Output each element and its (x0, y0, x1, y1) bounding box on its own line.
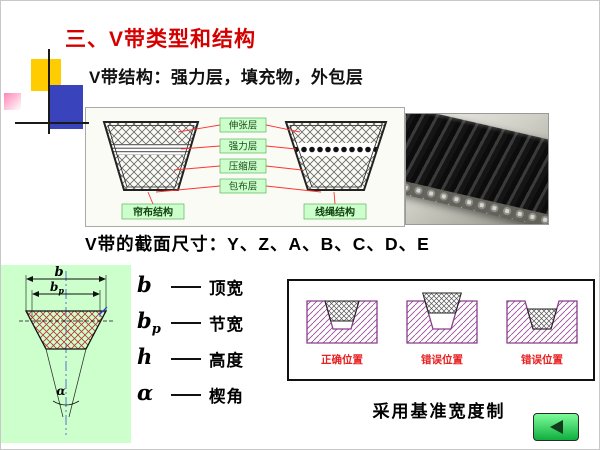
rope-structure-label: 线绳结构 (315, 206, 355, 219)
layer-label-strength: 强力层 (229, 141, 258, 153)
decor-horizontal-line (15, 122, 89, 124)
dimension-label: 楔角 (209, 388, 244, 406)
rope-core-belt-section (284, 121, 388, 191)
dimension-symbol: α (137, 380, 154, 406)
layer-label-tension: 伸张层 (229, 120, 258, 132)
pitch-width-dimension: bp (31, 280, 101, 317)
back-button[interactable] (533, 413, 579, 441)
decor-pink-square (4, 93, 21, 110)
cord-structure-label: 帘布结构 (133, 206, 173, 219)
cross-section-svg: b bp α (19, 265, 113, 435)
belt-structure-svg: 伸张层 强力层 压缩层 包布层 帘布结构 线绳结构 (102, 117, 388, 220)
pitch-width-symbol: bp (50, 280, 64, 296)
layer-label-compression: 压缩层 (229, 161, 258, 173)
page-title: 三、V带类型和结构 (65, 28, 257, 51)
wedge-angle: α (45, 348, 87, 418)
belt-band (406, 114, 548, 224)
top-width-dimension: b (25, 265, 107, 311)
dimension-row-top-width: b 顶宽 (137, 269, 287, 305)
datum-width-note: 采用基准宽度制 (372, 402, 506, 421)
dimension-symbol: bp (137, 308, 161, 338)
belt-cross-section-cords (406, 174, 548, 224)
groove-wrong-low: 错误位置 (506, 300, 578, 366)
subtitle-belt-structure: V带结构：强力层，填充物，外包层 (89, 68, 364, 87)
dimension-label: 顶宽 (209, 280, 244, 298)
dimension-list: b 顶宽 bp 节宽 h 高度 α 楔角 (137, 269, 287, 413)
top-width-symbol: b (54, 265, 63, 280)
dimension-row-pitch-width: bp 节宽 (137, 305, 287, 341)
groove-wrong-high: 错误位置 (406, 292, 478, 366)
dimension-row-height: h 高度 (137, 341, 287, 377)
groove-correct: 正确位置 (306, 300, 378, 366)
layer-connector-lines (147, 124, 336, 205)
wedge-angle-symbol: α (56, 384, 65, 398)
groove-position-panel: 正确位置 错误位置 错误位置 (287, 279, 595, 381)
layer-labels: 伸张层 强力层 压缩层 包布层 (219, 117, 267, 194)
decor-vertical-line (48, 49, 50, 134)
leader-line (171, 358, 201, 360)
position-label-wrong-2: 错误位置 (521, 353, 563, 366)
height-tick (98, 306, 108, 316)
dimension-symbol: b (137, 272, 152, 298)
leader-line (171, 322, 201, 324)
decor-blue-square (49, 85, 83, 129)
dimension-label: 高度 (209, 352, 244, 370)
leader-line (171, 286, 201, 288)
vbelt-photo (405, 113, 549, 225)
dimension-label: 节宽 (209, 316, 244, 334)
layer-label-wrap: 包布层 (229, 181, 258, 193)
dimension-row-wedge-angle: α 楔角 (137, 377, 287, 413)
leader-line (171, 394, 201, 396)
belt-cross-section-shape (24, 310, 108, 350)
cross-section-panel: b bp α (1, 265, 131, 443)
back-arrow-icon (549, 420, 563, 434)
cord-fabric-belt-section (102, 121, 200, 191)
section-sizes-text: V带的截面尺寸：Y、Z、A、B、C、D、E (85, 234, 430, 254)
position-label-correct: 正确位置 (321, 353, 363, 366)
groove-position-svg: 正确位置 错误位置 错误位置 (306, 292, 578, 366)
belt-type-labels: 帘布结构 线绳结构 (121, 203, 367, 220)
position-label-wrong-1: 错误位置 (421, 353, 463, 366)
dimension-symbol: h (137, 344, 153, 370)
belt-structure-diagram: 伸张层 强力层 压缩层 包布层 帘布结构 线绳结构 (85, 107, 405, 227)
